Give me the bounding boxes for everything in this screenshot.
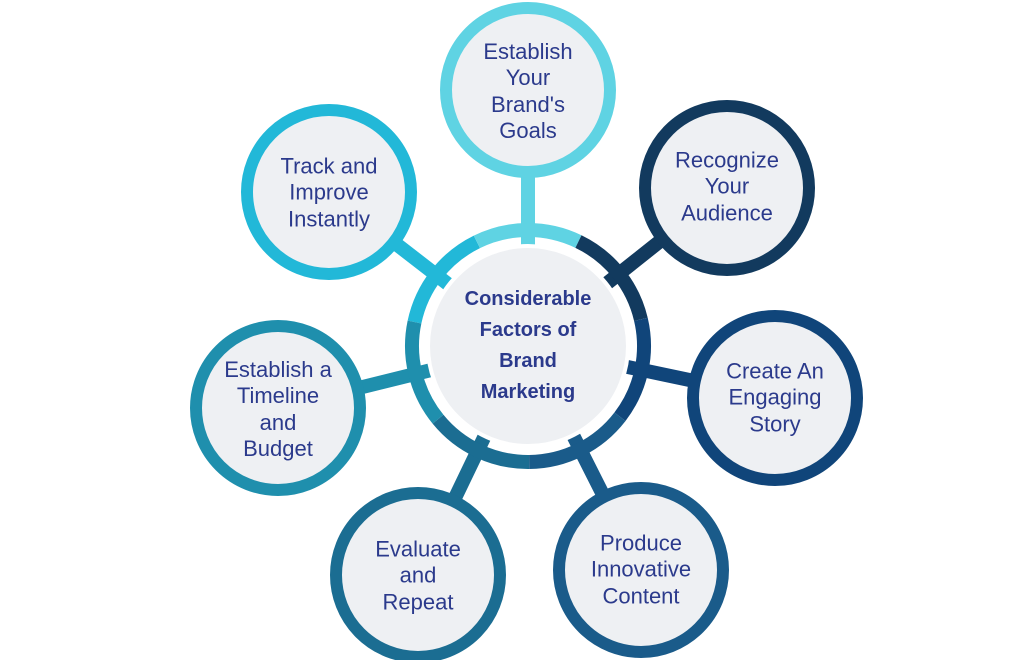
factor-label-line: and — [259, 410, 297, 435]
factor-label-line: Recognize — [675, 147, 779, 173]
factor-label-line: Evaluate — [375, 536, 461, 562]
factor-label-line: Timeline — [236, 383, 320, 409]
factor-label-line: Instantly — [288, 206, 370, 232]
factor-label-line: and — [399, 562, 437, 588]
factor-label-line: Your — [704, 173, 750, 199]
factor-label-line: Goals — [499, 118, 557, 144]
factor-label-brand-goals: Establish Your Brand's Goals — [453, 39, 603, 145]
factor-label-evaluate: Evaluate and Repeat — [343, 536, 493, 615]
factor-label-line: Innovative — [590, 556, 692, 582]
factor-label-line: Track and — [280, 153, 378, 179]
factor-circle-audience — [639, 100, 815, 276]
factor-label-line: Establish — [483, 39, 573, 65]
hub-ring — [405, 223, 651, 469]
factor-label-line: Improve — [289, 179, 369, 205]
factor-label-story: Create An Engaging Story — [700, 358, 850, 437]
factor-label-content: Produce Innovative Content — [566, 530, 716, 609]
factor-circle-content — [553, 482, 729, 658]
factor-circle-evaluate — [330, 487, 506, 660]
hub-label-line: Marketing — [480, 381, 576, 403]
hub-ring-segment-timeline — [405, 320, 444, 424]
factor-circle-story — [687, 310, 863, 486]
factor-circle-track — [241, 104, 417, 280]
factor-label-line: Story — [749, 411, 801, 437]
hub-ring-segment-story — [614, 317, 651, 421]
hub-label-line: Considerable — [464, 288, 592, 310]
factor-label-line: Content — [602, 583, 680, 609]
factor-circle-brand-goals — [440, 2, 616, 178]
factor-label-line: Produce — [600, 530, 682, 556]
factor-label-line: Audience — [681, 200, 773, 226]
factor-label-line: Establish a — [224, 357, 332, 383]
hub-ring-segment-brand-goals — [473, 223, 582, 249]
factor-label-line: Repeat — [382, 589, 454, 615]
factor-label-line: Brand's — [491, 92, 565, 117]
factor-label-line: Your — [505, 65, 551, 91]
hub-ring-segment-audience — [575, 235, 648, 322]
factor-circle-timeline — [190, 320, 366, 496]
hub-ring-segment-evaluate — [432, 414, 530, 469]
hub-ring-segment-content — [528, 412, 626, 469]
hub-circle — [426, 244, 630, 448]
hub-label: Considerable Factors of Brand Marketing — [443, 284, 613, 408]
factor-circles — [190, 2, 863, 660]
hub-label-line: Factors of — [479, 319, 577, 341]
factor-label-track: Track and Improve Instantly — [254, 153, 404, 232]
factor-label-audience: Recognize Your Audience — [652, 147, 802, 226]
factor-label-line: Engaging — [728, 384, 822, 410]
factor-label-timeline: Establish a Timeline and Budget — [203, 357, 353, 463]
hub-ring-segment-track — [407, 235, 481, 324]
hub-label-line: Brand — [499, 350, 557, 372]
factor-label-line: Budget — [243, 436, 313, 462]
factor-label-line: Create An — [726, 358, 824, 384]
